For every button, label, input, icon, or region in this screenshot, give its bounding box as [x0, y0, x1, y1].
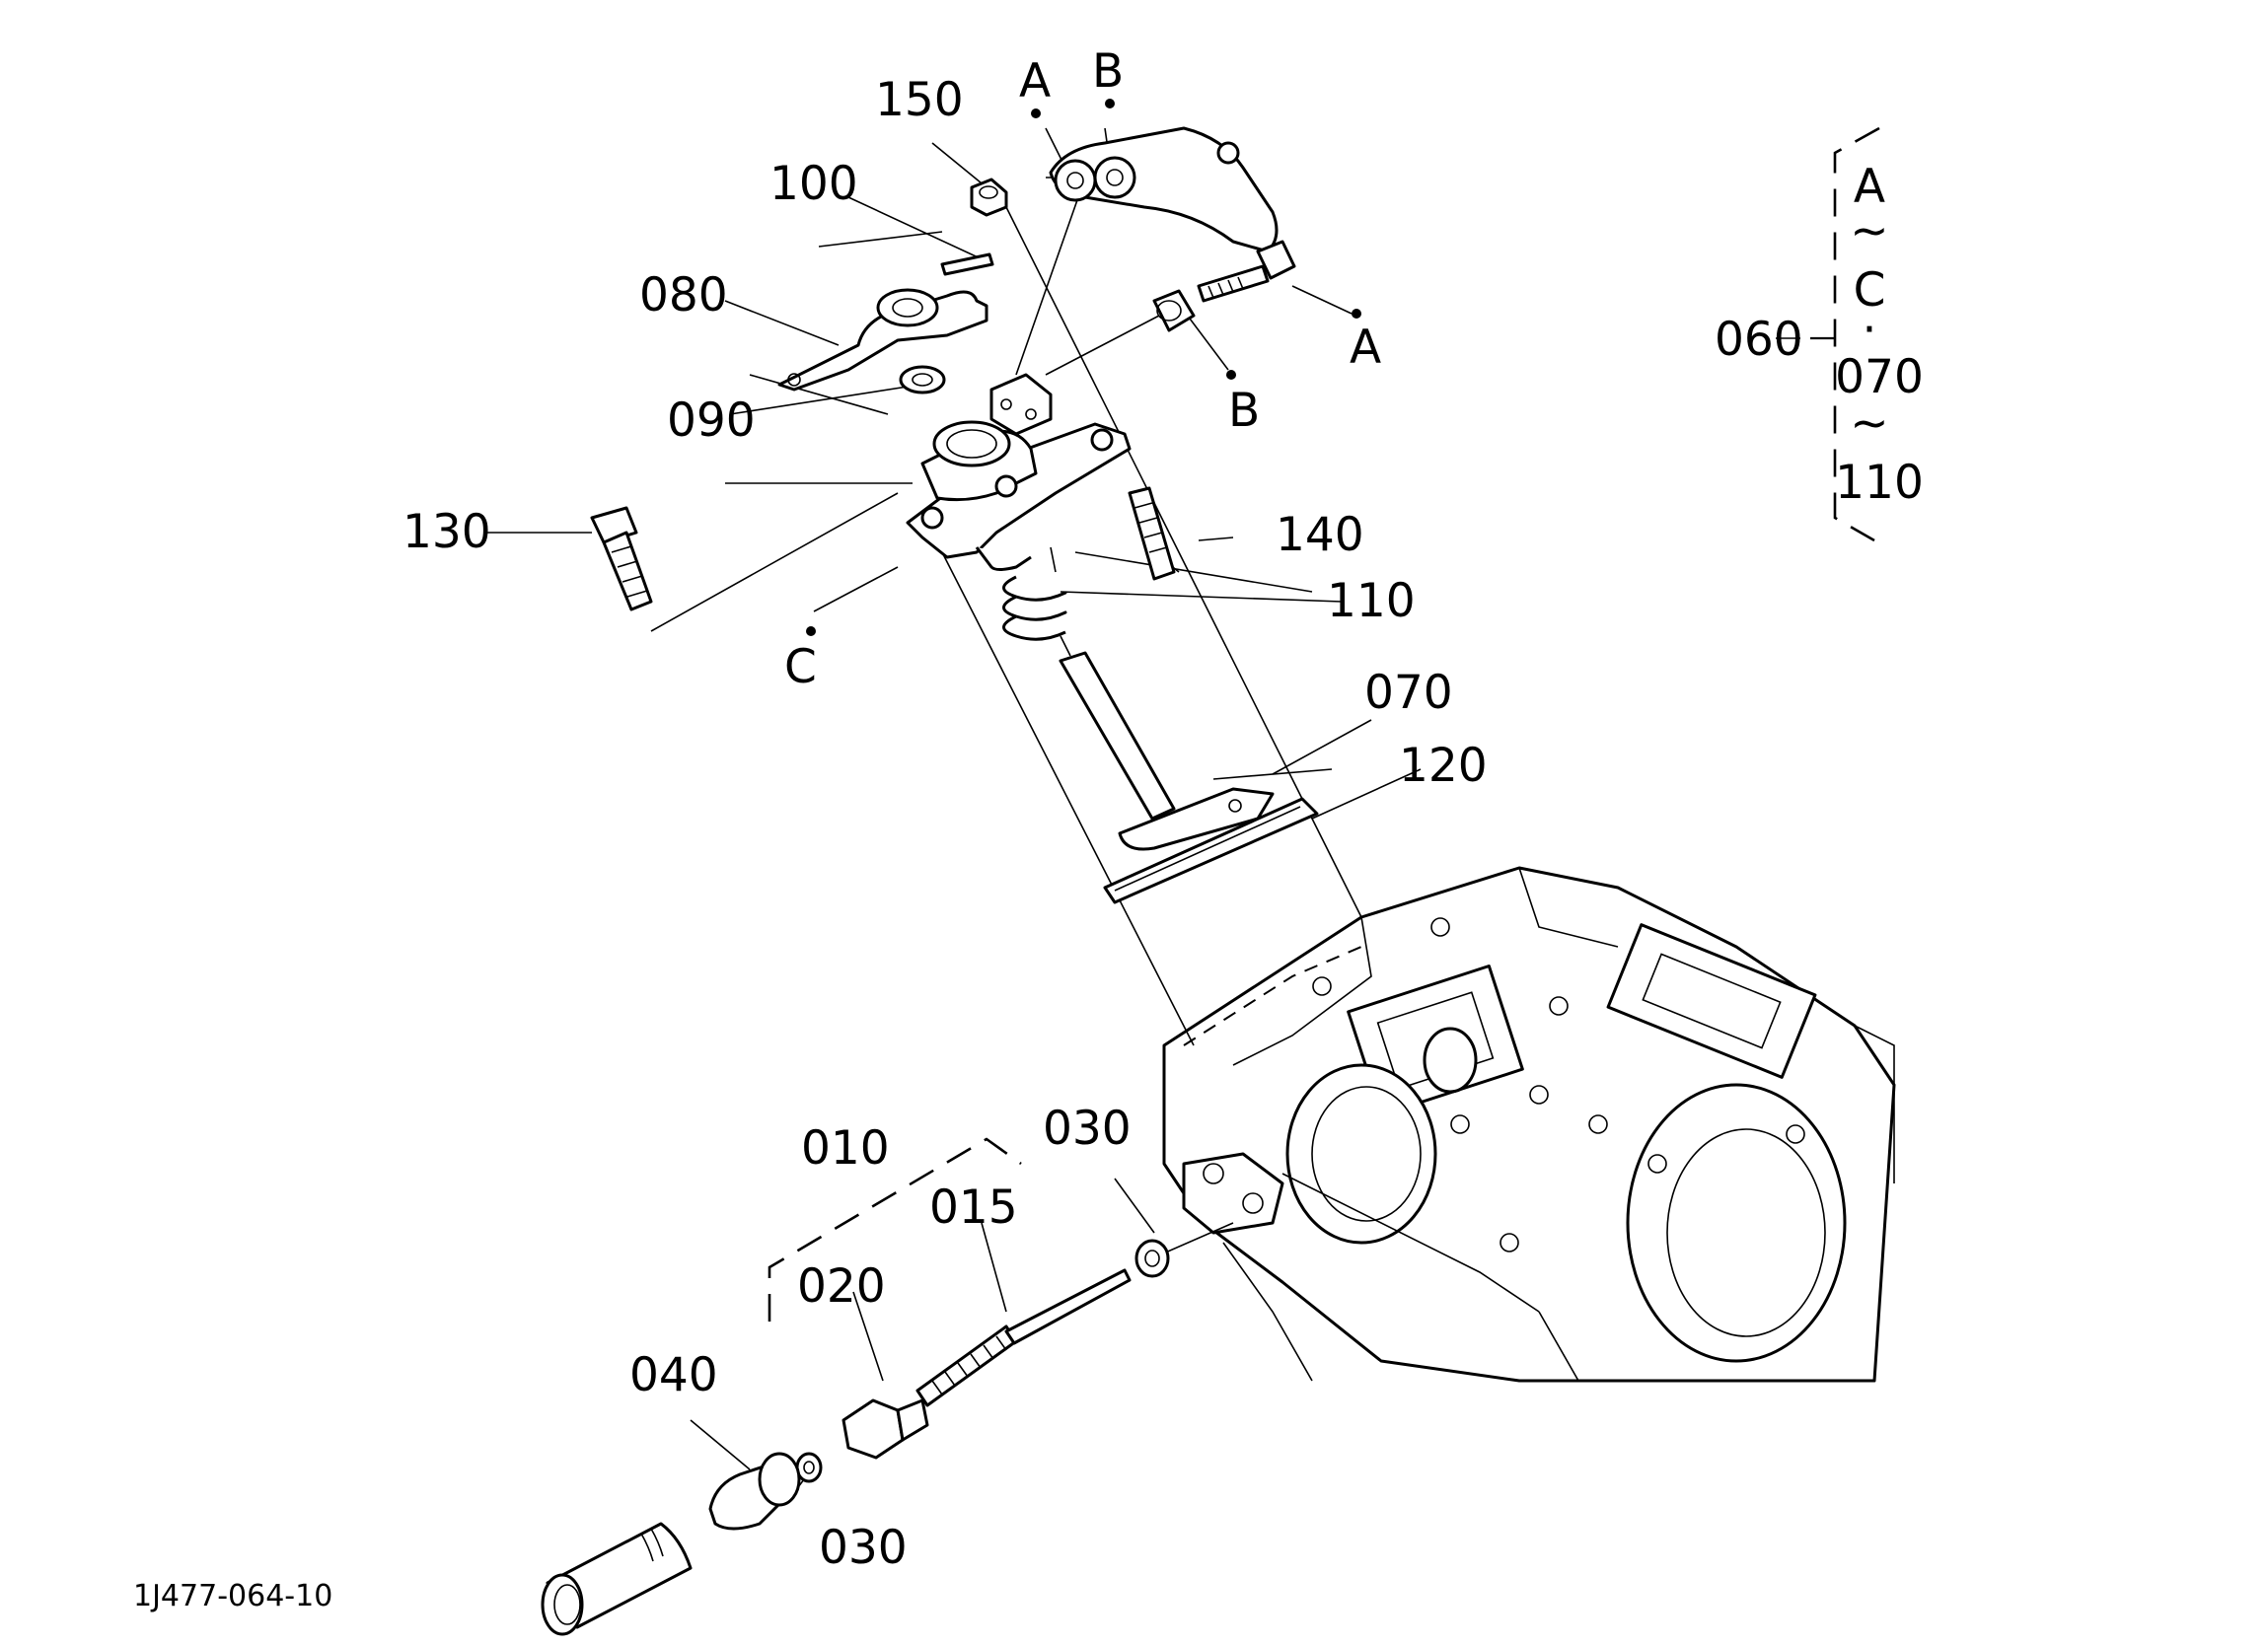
- reference-letters: A B A B C: [784, 44, 1381, 694]
- washer-030-lower: [795, 1452, 823, 1483]
- washer-030-upper: [1134, 1239, 1170, 1278]
- group-line-4: ·: [1863, 303, 1877, 357]
- ref-b-top: B: [1092, 44, 1124, 99]
- housing: [906, 373, 1132, 571]
- washer-090: [899, 365, 946, 394]
- bolt-a: [1197, 240, 1296, 303]
- ref-a-top: A: [1019, 54, 1051, 108]
- ref-c-left: C: [784, 640, 817, 694]
- bolt-130: [590, 506, 653, 611]
- nut-020: [841, 1398, 929, 1460]
- label-090: 090: [667, 394, 756, 448]
- nut-150: [970, 178, 1008, 217]
- gasket-120: [1103, 797, 1319, 904]
- part-labels: 150 100 080 090 130 140 110 070 120 010 …: [402, 73, 1803, 1575]
- group-legend: A ~ C · 070 ~ 110: [1835, 160, 1924, 510]
- label-140: 140: [1276, 508, 1364, 562]
- label-030-lower: 030: [819, 1521, 908, 1575]
- label-060: 060: [1715, 313, 1803, 367]
- label-020: 020: [797, 1259, 886, 1314]
- label-080: 080: [639, 268, 728, 322]
- nut-b: [1152, 289, 1196, 332]
- ref-b-right: B: [1228, 384, 1260, 438]
- lever-plate: [1049, 126, 1279, 253]
- sleeve: [541, 1522, 693, 1636]
- group-line-1: A: [1854, 160, 1885, 214]
- label-150: 150: [875, 73, 964, 127]
- label-040: 040: [629, 1348, 718, 1402]
- stud-140: [1128, 486, 1176, 581]
- label-120: 120: [1399, 739, 1488, 793]
- engine-block: [1162, 866, 1896, 1383]
- bracket-060: [1833, 126, 1880, 542]
- label-110: 110: [1327, 574, 1416, 628]
- shaft-070: [1059, 651, 1275, 851]
- bracket-010: [768, 1137, 1022, 1322]
- label-015: 015: [929, 1181, 1018, 1235]
- group-line-2: ~: [1850, 204, 1888, 258]
- leader-lines: [483, 127, 1800, 1500]
- cap-040: [708, 1452, 801, 1531]
- ref-a-right: A: [1350, 321, 1381, 375]
- ref-dots: [806, 99, 1361, 636]
- label-010: 010: [801, 1121, 890, 1176]
- label-130: 130: [402, 505, 491, 559]
- group-line-6: ~: [1850, 396, 1888, 451]
- group-line-3: C: [1854, 263, 1886, 318]
- spring-110: [1002, 546, 1071, 657]
- screw-015: [915, 1268, 1132, 1407]
- label-070: 070: [1364, 666, 1453, 720]
- lever-080: [777, 288, 988, 392]
- figure-code: 1J477-064-10: [133, 1579, 332, 1613]
- group-line-5: 070: [1835, 350, 1924, 404]
- label-030-upper: 030: [1043, 1102, 1132, 1156]
- label-100: 100: [769, 157, 858, 211]
- group-line-7: 110: [1835, 456, 1924, 510]
- pin-100: [940, 252, 994, 276]
